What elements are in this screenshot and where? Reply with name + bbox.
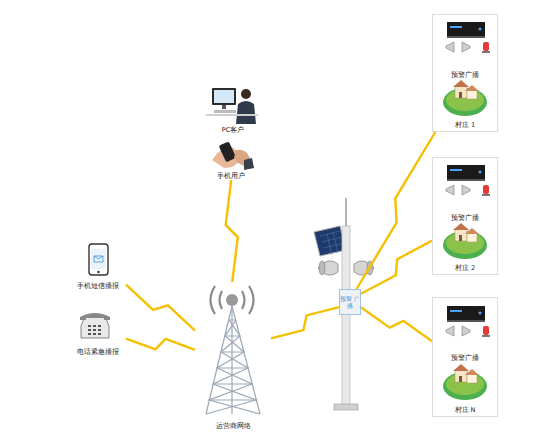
device-node: PC客户 [205,82,261,134]
broadcast-box: 预警 广播 [339,289,361,315]
village-panel: 预警广播村庄 2 [432,157,498,275]
node-label: 村庄 N [433,406,497,414]
device-node: 手机短信播报 [70,242,126,290]
device-node: 运营商网络 [195,282,271,430]
wireless-signal [361,241,432,294]
wireless-signal [126,285,195,331]
node-label: 村庄 1 [433,121,497,129]
node-label: 预警广播 [433,71,497,79]
node-label: 预警广播 [433,214,497,222]
node-label: 手机用户 [205,172,257,180]
device-node: 手机用户 [205,138,257,180]
wireless-signal [126,339,195,350]
node-label: 预警 广播 [340,295,360,309]
node-label: 预警广播 [433,354,497,362]
wireless-signal [361,307,432,341]
node-label: PC客户 [205,126,261,134]
node-label: 村庄 2 [433,264,497,272]
wireless-signal [357,132,436,289]
village-panel: 预警广播村庄 1 [432,14,498,132]
device-node: 电话紧急播报 [70,312,126,356]
node-label: 运营商网络 [195,422,271,430]
wireless-signal [226,180,238,282]
node-label: 手机短信播报 [70,282,126,290]
node-label: 电话紧急播报 [70,348,126,356]
wireless-signal [271,307,339,338]
village-panel: 预警广播村庄 N [432,297,498,417]
